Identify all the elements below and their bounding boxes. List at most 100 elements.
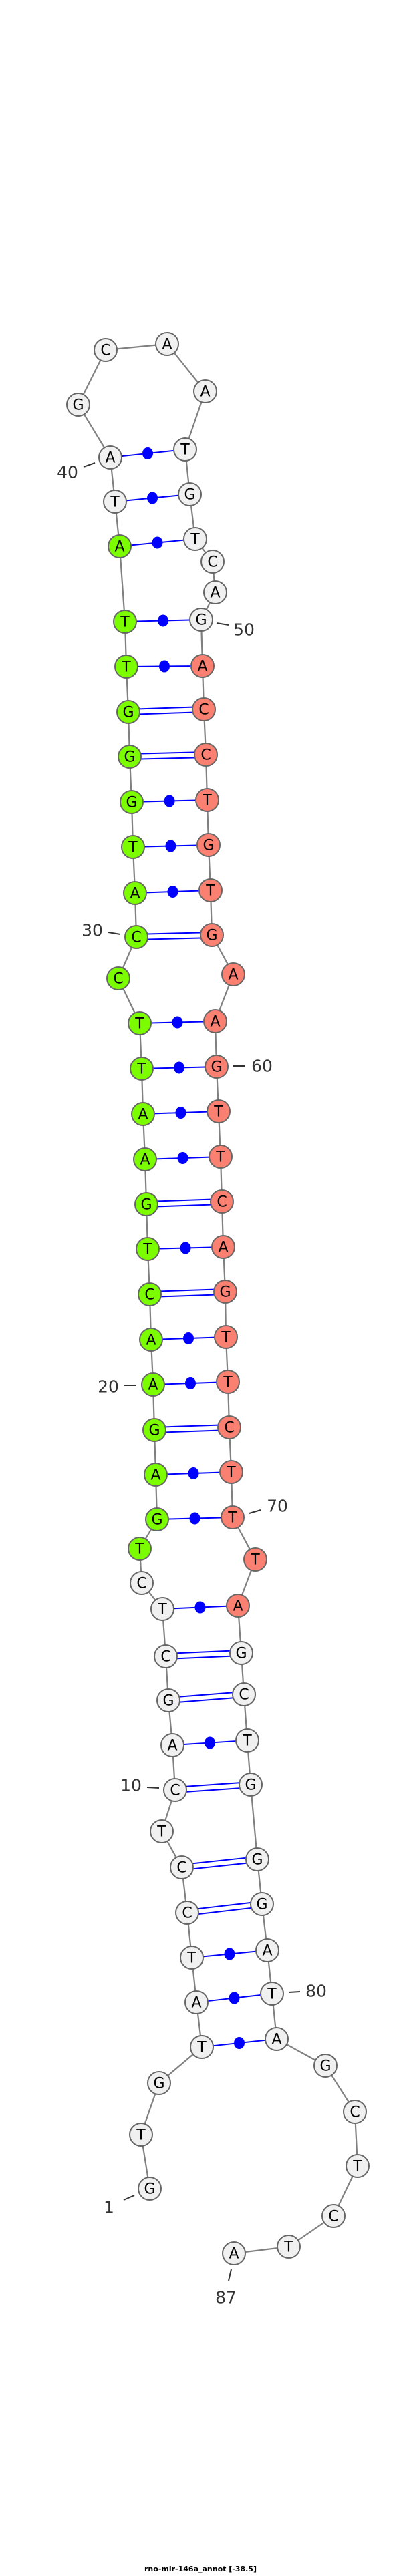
- nucleotide-82: G: [313, 2054, 338, 2078]
- nucleotide-54: T: [195, 788, 219, 812]
- nucleotide-29: C: [106, 966, 130, 990]
- nucleotide-letter: G: [256, 1897, 267, 1913]
- nucleotide-49: A: [203, 580, 227, 604]
- nucleotide-circle: [106, 966, 130, 990]
- pair-dot: [147, 492, 158, 504]
- base-pair-group: [121, 447, 266, 2049]
- nucleotide-35: G: [116, 700, 140, 724]
- nucleotide-circle: [321, 2204, 346, 2228]
- nucleotide-6: T: [180, 1946, 204, 1970]
- nucleotide-circle: [313, 2054, 338, 2078]
- nucleotide-letter: T: [213, 1104, 223, 1121]
- nucleotide-16: T: [128, 1537, 152, 1561]
- nucleotide-13: C: [154, 1644, 178, 1668]
- structure-title: rno-mir-146a_annot [-38.5]: [144, 2565, 257, 2573]
- nucleotide-letter: G: [124, 749, 135, 766]
- gc-pair-line: [165, 1424, 218, 1428]
- nucleotide-letter: G: [211, 1059, 222, 1076]
- nucleotide-58: A: [221, 962, 245, 986]
- nucleotide-46: G: [178, 482, 202, 506]
- nucleotide-letter: T: [157, 1602, 167, 1618]
- nucleotide-circle: [142, 1418, 166, 1442]
- nucleotide-circle: [170, 1855, 194, 1879]
- nucleotide-11: A: [160, 1733, 184, 1757]
- nucleotide-circle: [150, 1597, 174, 1621]
- nucleotide-44: A: [193, 379, 217, 403]
- nucleotide-69: T: [219, 1460, 243, 1484]
- nucleotide-letter: T: [227, 1510, 237, 1527]
- nucleotide-65: G: [213, 1280, 237, 1304]
- nucleotide-circle: [190, 654, 215, 678]
- nucleotide-letter: C: [136, 1576, 146, 1592]
- backbone-link: [118, 546, 126, 622]
- nucleotide-circle: [207, 1099, 231, 1123]
- nucleotide-34: G: [118, 745, 142, 769]
- nucleotide-letter: C: [328, 2209, 338, 2225]
- nucleotide-3: G: [147, 2071, 171, 2095]
- position-label-80: 80: [305, 1982, 327, 2001]
- nucleotide-circle: [116, 700, 140, 724]
- nucleotide-circle: [131, 1102, 155, 1126]
- nucleotide-8: C: [170, 1855, 194, 1879]
- nucleotide-61: T: [207, 1099, 231, 1123]
- nucleotide-letter: A: [138, 1107, 148, 1123]
- pair-dot: [189, 1512, 200, 1525]
- nucleotide-letter: A: [210, 585, 220, 602]
- nucleotide-letter: A: [210, 1014, 220, 1031]
- nucleotide-40: A: [98, 445, 122, 470]
- pair-dot: [224, 1948, 235, 1960]
- nucleotide-letter: G: [162, 1693, 174, 1710]
- nucleotide-circle: [114, 655, 138, 679]
- nucleotide-83: C: [343, 2100, 367, 2124]
- nucleotide-letter: T: [242, 1733, 252, 1750]
- nucleotide-43: A: [155, 332, 179, 356]
- pair-dot: [183, 1332, 194, 1344]
- nucleotide-circle: [243, 1547, 267, 1572]
- nucleotide-letter: G: [195, 612, 207, 629]
- gc-pair-line: [176, 1650, 230, 1654]
- nucleotide-letter: C: [182, 1905, 192, 1922]
- nucleotide-circle: [108, 534, 132, 558]
- nucleotide-letter: G: [151, 1512, 162, 1529]
- nucleotide-letter: T: [156, 1824, 166, 1841]
- nucleotide-22: C: [138, 1282, 162, 1306]
- position-tick: [123, 2195, 135, 2201]
- nucleotide-circle: [209, 1145, 233, 1169]
- position-tick: [249, 1509, 261, 1514]
- nucleotide-circle: [200, 923, 224, 947]
- nucleotide-letter: G: [245, 1777, 256, 1794]
- nucleotide-circle: [250, 1892, 274, 1916]
- nucleotide-letter: T: [128, 840, 138, 856]
- nucleotide-circle: [189, 608, 213, 632]
- nucleotide-25: A: [133, 1147, 157, 1171]
- nucleotide-circle: [235, 1728, 259, 1753]
- nucleotide-59: A: [203, 1009, 227, 1033]
- nucleotide-letter: G: [148, 1423, 160, 1439]
- nucleotide-31: A: [123, 881, 147, 905]
- nucleotide-letter: A: [114, 539, 124, 556]
- nucleotide-letter: G: [319, 2058, 331, 2075]
- nucleotide-2: T: [129, 2123, 153, 2147]
- nucleotide-15: C: [130, 1571, 154, 1595]
- nucleotide-letter: T: [250, 1552, 260, 1569]
- nucleotide-letter: A: [140, 1152, 150, 1169]
- position-label-87: 87: [215, 2288, 237, 2308]
- nucleotide-39: T: [103, 490, 127, 514]
- position-label-10: 10: [120, 1776, 142, 1795]
- pair-dot: [158, 614, 168, 627]
- nucleotide-letter: T: [134, 1541, 144, 1558]
- nucleotide-letter: T: [190, 532, 200, 548]
- nucleotide-letter: G: [126, 795, 137, 811]
- nucleotide-letter: C: [176, 1860, 186, 1877]
- position-label-40: 40: [57, 463, 78, 482]
- nucleotide-letter: G: [122, 705, 134, 721]
- nucleotide-letter: G: [184, 487, 195, 504]
- gc-pair-line: [141, 757, 195, 760]
- nucleotide-letter: A: [262, 1943, 272, 1960]
- position-tick: [108, 932, 121, 935]
- nucleotide-84: T: [346, 2154, 370, 2178]
- nucleotide-circle: [136, 1237, 160, 1261]
- nucleotide-23: T: [136, 1237, 160, 1261]
